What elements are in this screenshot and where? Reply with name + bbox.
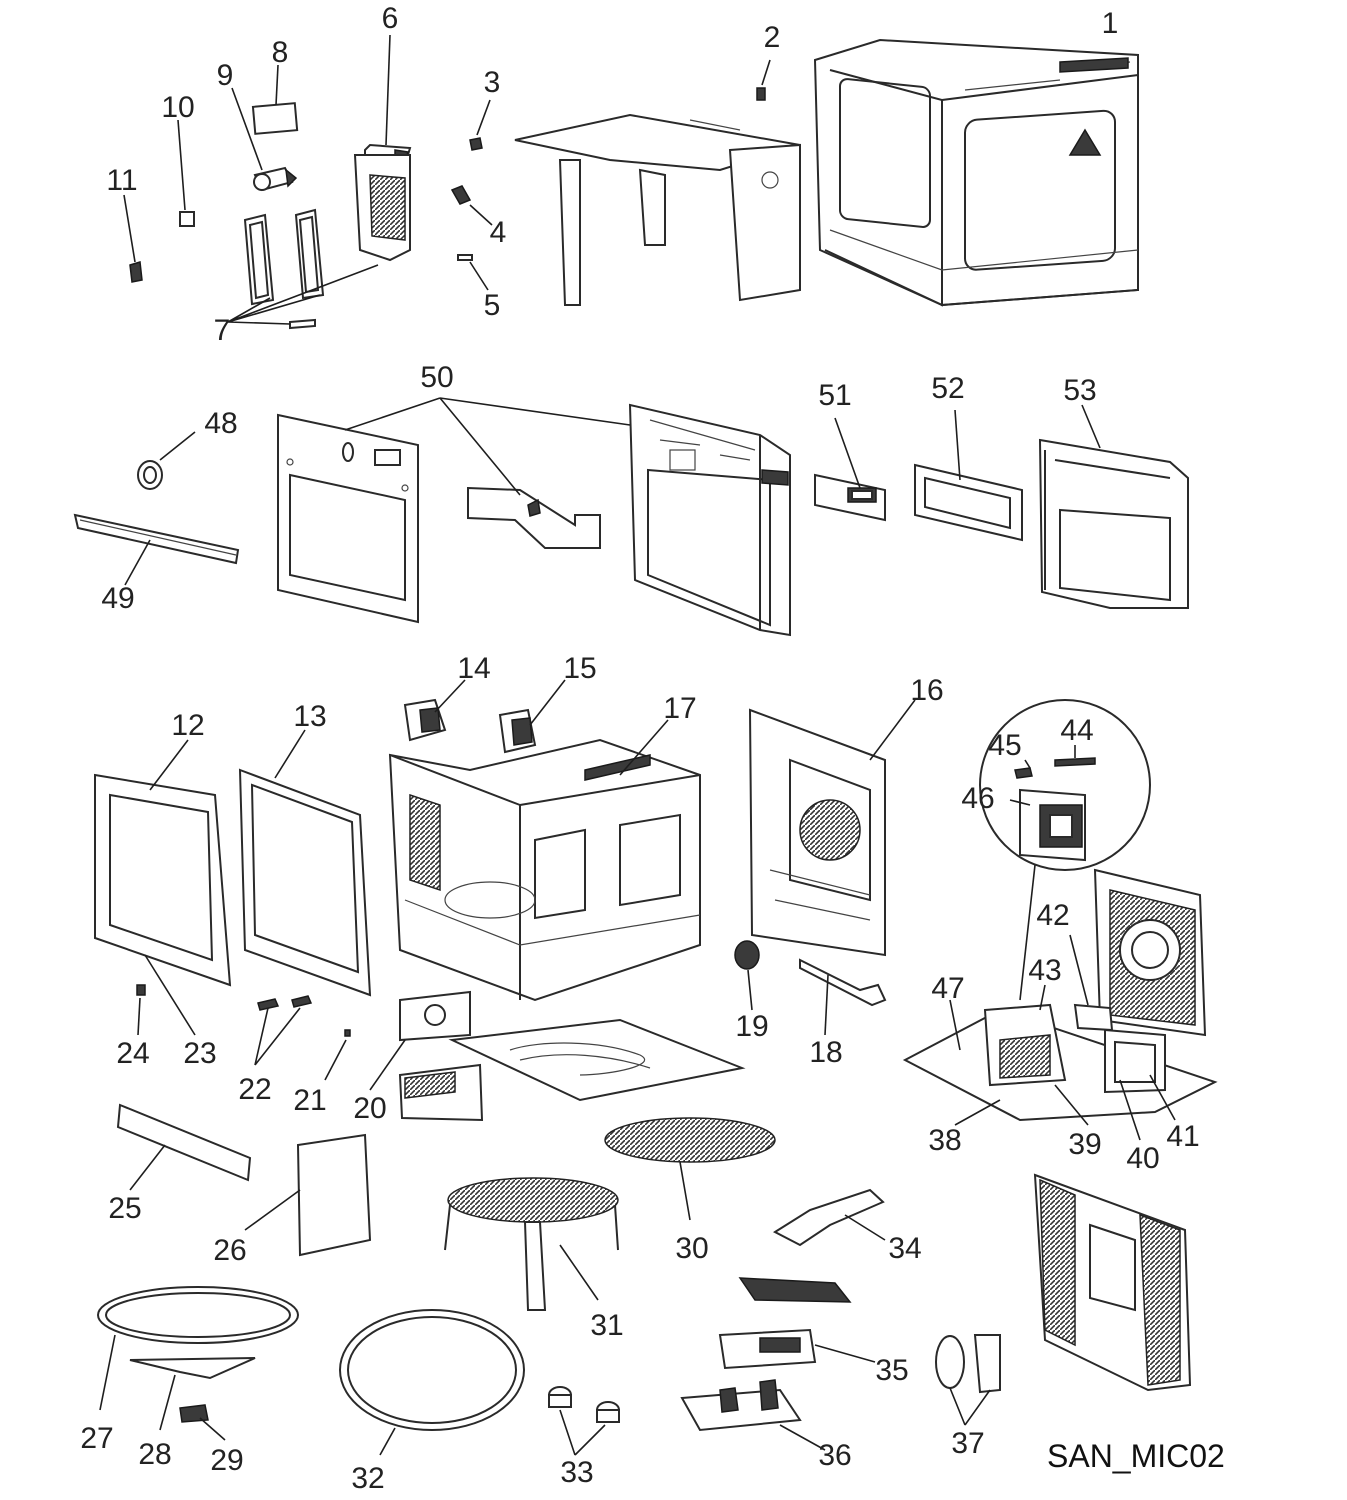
- part-knob-48: [137, 431, 196, 490]
- callout-42: 42: [1036, 899, 1069, 932]
- callout-7: 7: [214, 314, 231, 347]
- callout-31: 31: [590, 1309, 623, 1342]
- callout-43: 43: [1028, 954, 1061, 987]
- callout-14: 14: [457, 652, 490, 685]
- part-small-23-24: [136, 954, 196, 1036]
- callout-16: 16: [910, 674, 943, 707]
- callout-8: 8: [272, 36, 289, 69]
- part-wave-guide-plate: [1093, 868, 1207, 1037]
- callout-2: 2: [764, 21, 781, 54]
- part-small-hardware: [450, 99, 493, 291]
- callout-34: 34: [888, 1232, 921, 1265]
- part-upper-bracket: [514, 113, 801, 306]
- part-glass-tray-32: [339, 1309, 525, 1456]
- part-duct-34: [772, 1188, 886, 1247]
- callout-47: 47: [931, 972, 964, 1005]
- part-sensor-37: [935, 1334, 1001, 1426]
- part-base-tray: [448, 1018, 746, 1102]
- callout-30: 30: [675, 1232, 708, 1265]
- callout-48: 48: [204, 407, 237, 440]
- callout-22: 22: [238, 1073, 271, 1106]
- callout-29: 29: [210, 1444, 243, 1477]
- callout-18: 18: [809, 1036, 842, 1069]
- part-lamps-14-15: [403, 679, 669, 776]
- part-roller-28: [129, 1357, 256, 1431]
- callout-50: 50: [420, 361, 453, 394]
- callout-39: 39: [1068, 1128, 1101, 1161]
- diagram-code-label: SAN_MIC02: [1047, 1438, 1225, 1474]
- callout-6: 6: [382, 2, 399, 35]
- callout-49: 49: [101, 582, 134, 615]
- part-panel-26: [244, 1133, 372, 1257]
- callout-9: 9: [217, 59, 234, 92]
- callout-32: 32: [351, 1462, 384, 1495]
- part-turntable-ring-27: [97, 1286, 299, 1411]
- part-feet-33: [548, 1386, 620, 1456]
- part-fan-19: [734, 940, 760, 1011]
- part-coupler-29: [179, 1404, 226, 1441]
- callout-4: 4: [490, 216, 507, 249]
- part-outer-cabinet: [813, 38, 1139, 307]
- part-bracket-20: [369, 990, 484, 1122]
- callout-19: 19: [735, 1010, 768, 1043]
- callout-45: 45: [988, 729, 1021, 762]
- part-door-choke-12: [94, 739, 232, 987]
- callout-10: 10: [161, 91, 194, 124]
- callout-37: 37: [951, 1427, 984, 1460]
- callout-13: 13: [293, 700, 326, 733]
- callout-53: 53: [1063, 374, 1096, 407]
- part-bar-25: [116, 1103, 252, 1191]
- callout-41: 41: [1166, 1120, 1199, 1153]
- callout-3: 3: [484, 66, 501, 99]
- callout-40: 40: [1126, 1142, 1159, 1175]
- callout-17: 17: [663, 692, 696, 725]
- part-rack-30: [604, 1117, 776, 1221]
- callout-20: 20: [353, 1092, 386, 1125]
- callout-52: 52: [931, 372, 964, 405]
- part-door-shield: [467, 486, 601, 549]
- part-rack-31: [444, 1177, 619, 1311]
- part-door-frame: [628, 403, 791, 637]
- part-board-36: [680, 1379, 826, 1451]
- callout-35: 35: [875, 1354, 908, 1387]
- part-magnetron-group: [979, 699, 1151, 1001]
- part-control-board-51: [814, 417, 886, 522]
- callout-46: 46: [961, 782, 994, 815]
- part-door-front-panel: [277, 413, 419, 624]
- callout-33: 33: [560, 1456, 593, 1489]
- part-door-inner-13: [238, 729, 372, 997]
- callout-28: 28: [138, 1438, 171, 1471]
- part-back-panel-16: [748, 699, 916, 957]
- callout-38: 38: [928, 1124, 961, 1157]
- callout-15: 15: [563, 652, 596, 685]
- part-50-leaders: [344, 397, 631, 496]
- callout-26: 26: [213, 1234, 246, 1267]
- part-door-handle-49: [73, 513, 240, 586]
- callout-25: 25: [108, 1192, 141, 1225]
- callout-12: 12: [171, 709, 204, 742]
- callout-24: 24: [116, 1037, 149, 1070]
- part-base-assembly: [902, 934, 1218, 1141]
- part-keypad-frame-52: [914, 409, 1023, 542]
- part-cavity: [388, 738, 701, 1002]
- callout-27: 27: [80, 1422, 113, 1455]
- callout-1: 1: [1102, 7, 1119, 40]
- callout-23: 23: [183, 1037, 216, 1070]
- part-interlock-switches: [123, 34, 412, 330]
- part-control-panel-53: [1038, 404, 1189, 609]
- callout-36: 36: [818, 1439, 851, 1472]
- callout-51: 51: [818, 379, 851, 412]
- part-board-35: [718, 1277, 876, 1370]
- callout-44: 44: [1060, 714, 1093, 747]
- callout-11: 11: [106, 164, 137, 197]
- part-hinges-22: [254, 995, 351, 1081]
- part-screw-2: [756, 59, 771, 101]
- callout-5: 5: [484, 289, 501, 322]
- callout-21: 21: [293, 1084, 326, 1117]
- part-rear-cover: [1033, 1173, 1192, 1392]
- callout-labels: 1 2 3 4 5 6 7 8 9 10 11 12 13 14 15 16 1…: [80, 2, 1199, 1495]
- part-heater-18: [799, 958, 887, 1036]
